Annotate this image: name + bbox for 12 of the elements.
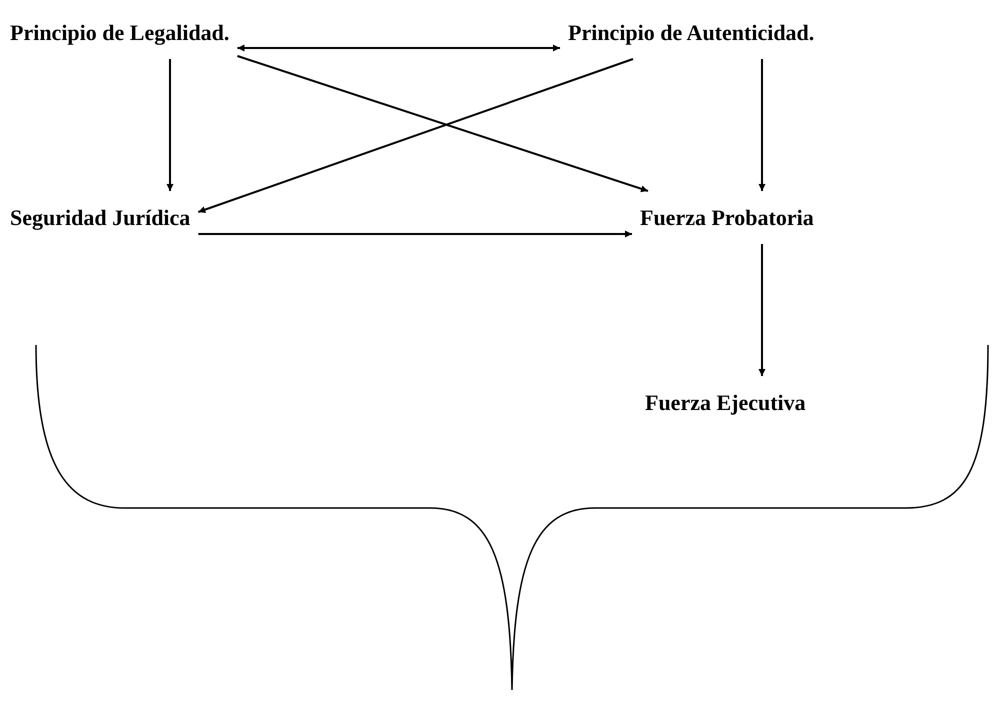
concept-label: Principio de Autenticidad. — [568, 20, 814, 45]
arrow — [198, 230, 632, 238]
concept-label: Fuerza Probatoria — [640, 205, 814, 230]
arrow — [166, 59, 174, 191]
arrow — [758, 59, 766, 191]
concept-label: Fuerza Ejecutiva — [645, 390, 806, 415]
concept-label: Seguridad Jurídica — [10, 205, 190, 230]
arrow — [237, 44, 560, 52]
arrow — [198, 58, 634, 213]
arrow — [237, 55, 648, 192]
arrow — [758, 244, 766, 376]
concept-label: Principio de Legalidad. — [10, 20, 230, 45]
